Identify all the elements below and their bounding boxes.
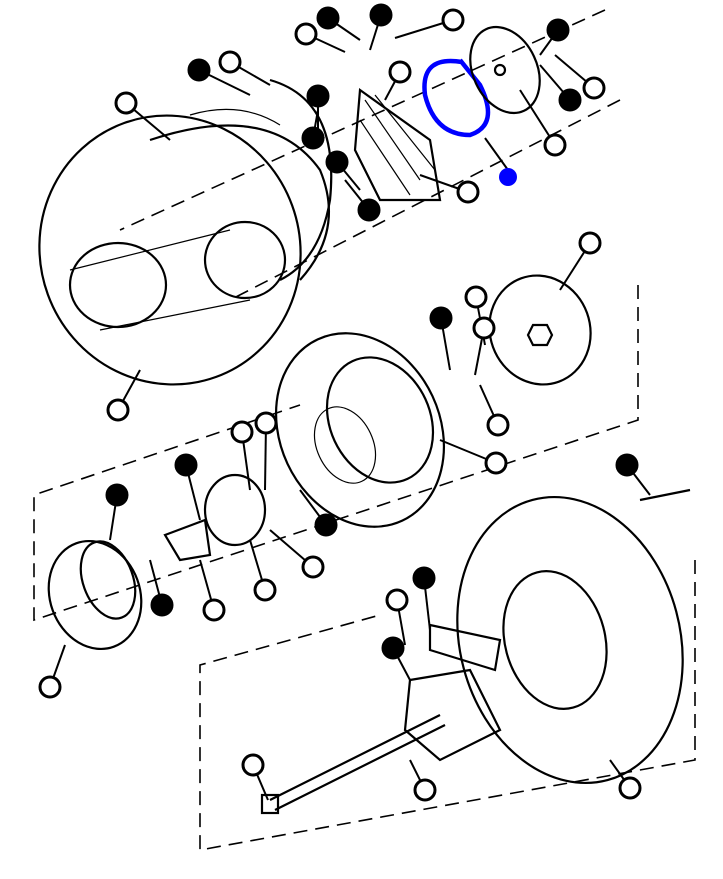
part-callout-bubble bbox=[230, 420, 254, 444]
part-callout-bubble bbox=[484, 451, 508, 475]
compressor-wheel bbox=[353, 87, 442, 202]
part-callout-bubble bbox=[357, 198, 381, 222]
highlighted-part-callout bbox=[499, 168, 517, 186]
part-callout-bubble bbox=[202, 598, 226, 622]
center-housing bbox=[274, 332, 446, 528]
part-callout-bubble bbox=[464, 285, 488, 309]
part-callout-bubble bbox=[412, 566, 436, 590]
part-callout-bubble bbox=[441, 8, 465, 32]
part-callout-bubble bbox=[429, 306, 453, 330]
part-callout-bubble bbox=[381, 636, 405, 660]
part-callout-bubble bbox=[578, 231, 602, 255]
part-callout-bubble bbox=[301, 126, 325, 150]
turbine-shaft-wheel bbox=[260, 488, 691, 815]
part-callout-bubble bbox=[174, 453, 198, 477]
part-callout-bubble bbox=[388, 60, 412, 84]
part-callout-bubble bbox=[114, 91, 138, 115]
part-callout-bubble bbox=[543, 133, 567, 157]
part-callout-bubble bbox=[615, 453, 639, 477]
part-callout-bubble bbox=[486, 413, 510, 437]
part-callout-bubble bbox=[241, 753, 265, 777]
part-callout-bubble bbox=[150, 593, 174, 617]
part-callout-bubble bbox=[187, 58, 211, 82]
part-callout-bubble bbox=[294, 22, 318, 46]
cover-plate-middle bbox=[488, 274, 592, 386]
part-callout-bubble bbox=[306, 84, 330, 108]
part-callout-bubble bbox=[105, 483, 129, 507]
part-callout-bubble bbox=[316, 6, 340, 30]
part-callout-bubble bbox=[546, 18, 570, 42]
compressor-housing bbox=[38, 114, 330, 386]
part-callout-bubble bbox=[618, 776, 642, 800]
part-callout-bubble bbox=[325, 150, 349, 174]
part-callouts bbox=[38, 3, 651, 802]
part-callout-bubble bbox=[582, 76, 606, 100]
part-callout-bubble bbox=[413, 778, 437, 802]
bearing-parts bbox=[47, 473, 267, 651]
part-callout-bubble bbox=[218, 50, 242, 74]
part-callout-bubble bbox=[38, 675, 62, 699]
part-callout-bubble bbox=[254, 411, 278, 435]
part-callout-bubble bbox=[369, 3, 393, 27]
backplate-seal bbox=[189, 78, 333, 281]
part-callout-bubble bbox=[558, 88, 582, 112]
part-callout-bubble bbox=[385, 588, 409, 612]
part-callout-bubble bbox=[106, 398, 130, 422]
part-callout-bubble bbox=[301, 555, 325, 579]
callout-leader-line bbox=[484, 137, 509, 171]
part-callout-bubble bbox=[472, 316, 496, 340]
assembly-boundary-lines bbox=[33, 9, 696, 851]
part-callout-bubble bbox=[253, 578, 277, 602]
part-callout-bubble bbox=[456, 180, 480, 204]
turbine-housing bbox=[456, 495, 684, 785]
cover-plate-top bbox=[469, 25, 541, 115]
part-callout-bubble bbox=[314, 513, 338, 537]
highlighted-snap-ring bbox=[422, 58, 491, 138]
